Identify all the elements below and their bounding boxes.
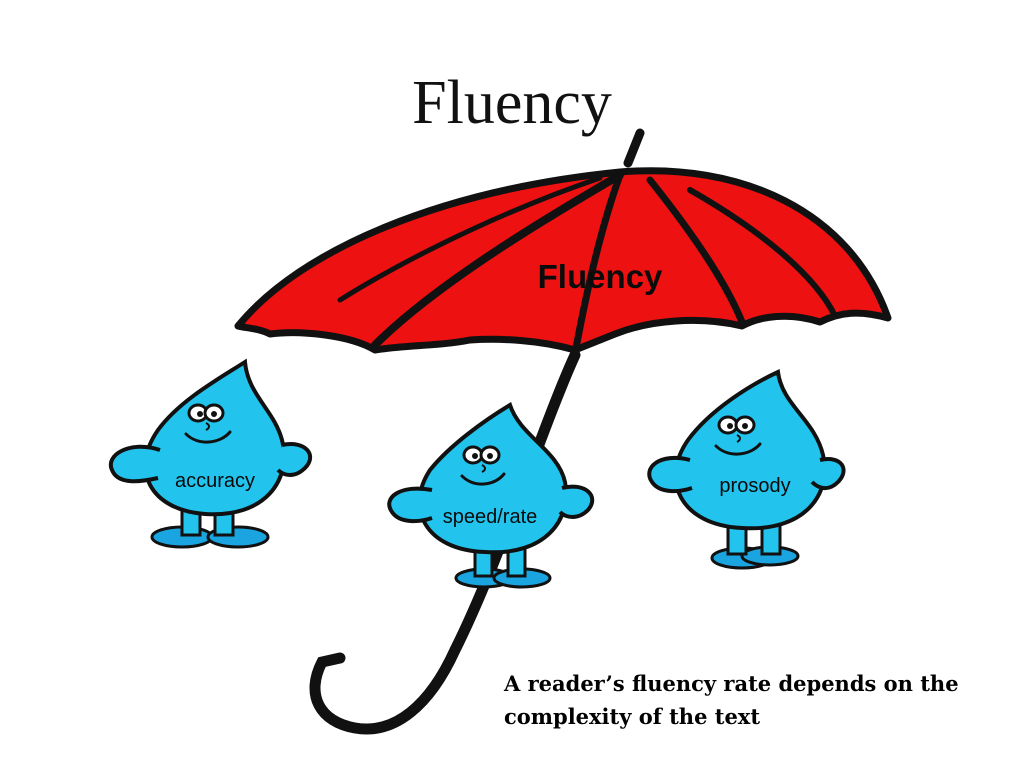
umbrella-tip bbox=[623, 128, 645, 168]
water-drop-prosody bbox=[647, 369, 846, 570]
drop-label-prosody: prosody bbox=[719, 475, 791, 497]
water-drop-speed-rate bbox=[387, 401, 595, 589]
slide-title: Fluency bbox=[412, 69, 612, 137]
slide-caption: A reader’s fluency rate depends on the c… bbox=[504, 671, 959, 729]
umbrella-canopy bbox=[234, 167, 892, 354]
umbrella-label: Fluency bbox=[537, 258, 663, 295]
drop-label-accuracy: accuracy bbox=[174, 470, 256, 492]
water-drop-accuracy bbox=[108, 358, 313, 549]
drop-label-speed-rate: speed/rate bbox=[442, 506, 538, 528]
